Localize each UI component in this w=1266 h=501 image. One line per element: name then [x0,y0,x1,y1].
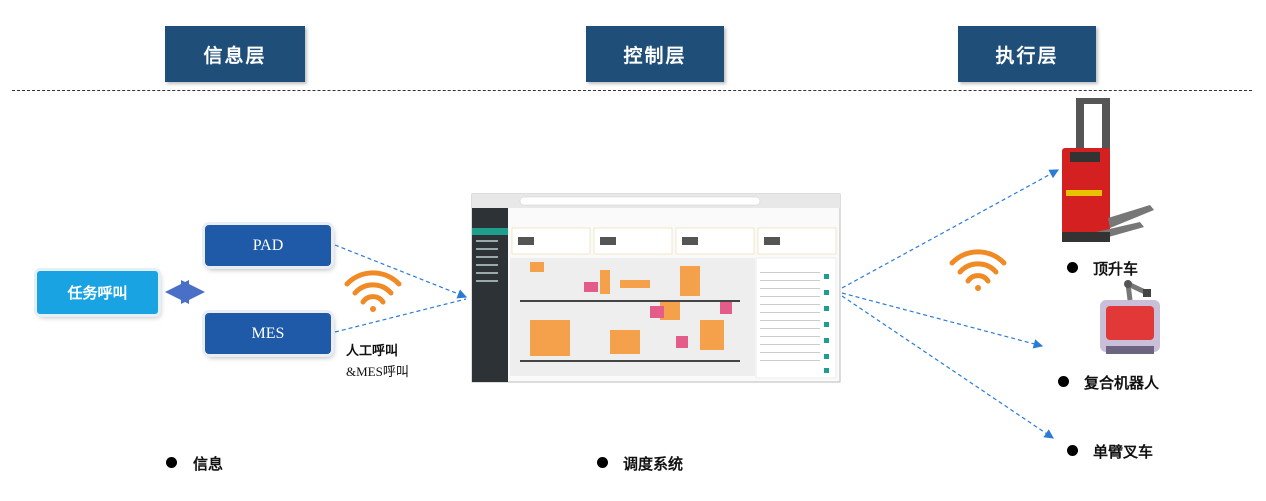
bullet [1067,445,1078,456]
bullet [166,457,177,468]
info-caption: 信息 [193,455,224,473]
pad-label: PAD [252,236,284,254]
layer-exec-label: 执行层 [995,44,1059,67]
pad-button[interactable]: PAD [205,225,331,266]
layer-control-label: 控制层 [623,44,687,67]
bullet [1058,376,1069,387]
divider-line [12,90,1252,91]
bullet [597,457,608,468]
bullet [1067,262,1078,273]
mes-button[interactable]: MES [205,313,331,354]
manual-call-line2: &MES呼叫 [346,364,409,379]
arrow-vehicle1 [841,169,1060,289]
forklift-image [1062,98,1154,242]
layer-exec: 执行层 [958,26,1096,82]
dispatch-screenshot [471,193,841,383]
task-call-label: 任务呼叫 [67,284,128,302]
vehicle3-label: 单臂叉车 [1093,443,1154,461]
dispatch-caption: 调度系统 [623,455,684,473]
arrow-vehicle3 [841,295,1054,439]
manual-call-line1: 人工呼叫 [346,344,399,359]
wifi-icon [344,270,402,312]
layer-control: 控制层 [586,26,724,82]
pad-arrow [334,244,468,299]
wifi-icon [949,249,1007,291]
arrow-vehicle2 [841,292,1044,349]
layer-info: 信息层 [165,26,305,82]
robot-image [1100,280,1160,354]
vehicle2-label: 复合机器人 [1084,374,1160,392]
mes-label: MES [251,324,285,342]
vehicle1-label: 顶升车 [1093,260,1139,278]
task-call-button[interactable]: 任务呼叫 [37,271,158,314]
mes-arrow [334,298,467,333]
layer-info-label: 信息层 [203,44,267,67]
